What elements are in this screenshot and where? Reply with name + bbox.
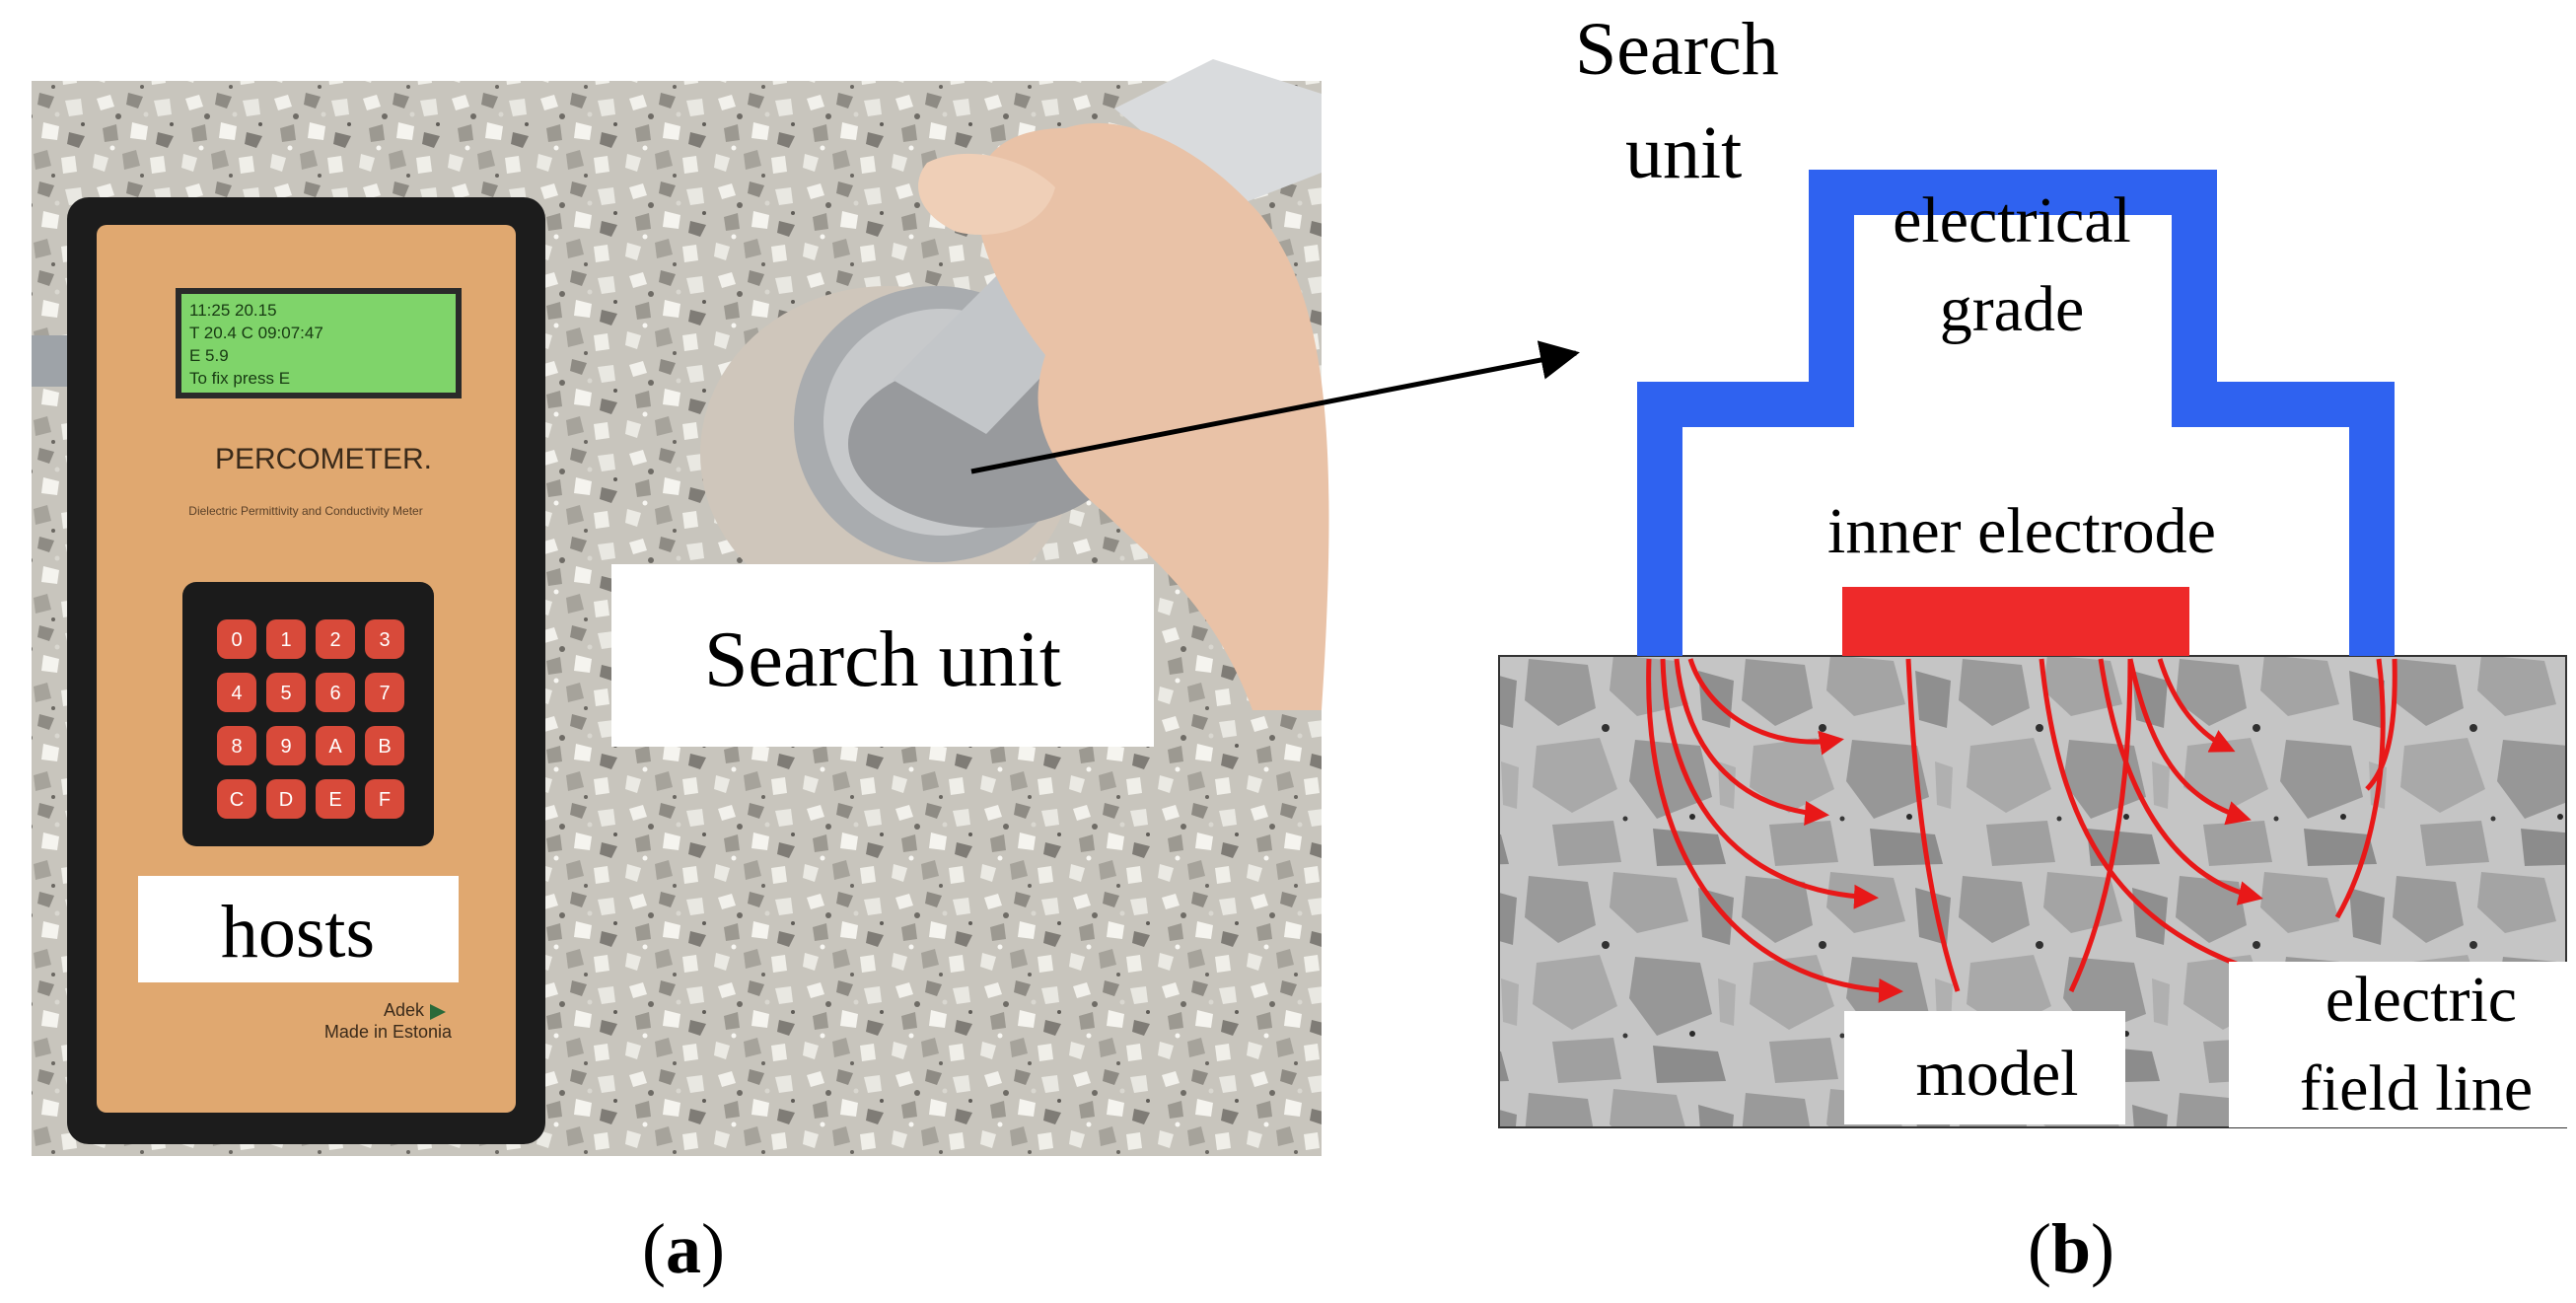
electric-field-lines bbox=[1646, 658, 2397, 1003]
device-brand: PERCOMETER. bbox=[215, 443, 432, 475]
electrical-grade-label-line-2: grade bbox=[1940, 273, 2085, 345]
field-line bbox=[1687, 658, 1844, 756]
keypad-key: 6 bbox=[316, 673, 355, 712]
hosts-label: hosts bbox=[221, 891, 375, 974]
lcd-line-4: To fix press E bbox=[189, 369, 290, 388]
device-subtitle: Dielectric Permittivity and Conductivity… bbox=[188, 504, 422, 518]
search-unit-title-line-1: Search bbox=[1575, 8, 1779, 91]
keypad-key-cap bbox=[266, 673, 306, 712]
keypad-key-label: A bbox=[328, 736, 342, 758]
probe-handle-cap bbox=[1114, 59, 1322, 207]
field-line bbox=[1905, 658, 1961, 992]
search-unit-label: Search unit bbox=[704, 616, 1061, 703]
keypad-key-label: E bbox=[328, 789, 341, 811]
keypad-key-label: 1 bbox=[280, 629, 291, 651]
percometer-device: 11:25 20.15 T 20.4 C 09:07:47 E 5.9 To f… bbox=[67, 197, 545, 1144]
field-line-label-box bbox=[2229, 962, 2576, 1127]
keypad-key: 4 bbox=[217, 673, 256, 712]
keypad-key-cap bbox=[365, 779, 404, 819]
keypad-key-label: 7 bbox=[379, 683, 390, 704]
keypad-key: C bbox=[217, 779, 256, 819]
keypad-key-cap bbox=[365, 726, 404, 765]
panel-b-diagram: Search unit electrical grade inner elect… bbox=[1498, 8, 2576, 1128]
device-made-in: Made in Estonia bbox=[324, 1022, 453, 1042]
keypad-key-cap bbox=[316, 779, 355, 819]
field-line bbox=[2098, 658, 2263, 905]
keypad-key: B bbox=[365, 726, 404, 765]
keypad-key: 0 bbox=[217, 619, 256, 659]
field-line bbox=[2157, 658, 2236, 753]
keypad-key-label: F bbox=[379, 789, 391, 811]
keypad-key: 1 bbox=[266, 619, 306, 659]
outer-electrode bbox=[1637, 170, 2395, 656]
lcd-line-2: T 20.4 C 09:07:47 bbox=[189, 324, 323, 342]
keypad-key: 7 bbox=[365, 673, 404, 712]
probe-photo bbox=[700, 59, 1329, 711]
keypad-key: E bbox=[316, 779, 355, 819]
keypad-key-cap bbox=[316, 673, 355, 712]
field-line bbox=[1674, 658, 1829, 826]
keypad-key-cap bbox=[316, 726, 355, 765]
maker-logo-icon bbox=[430, 1004, 446, 1020]
field-line bbox=[2365, 658, 2397, 791]
model-label-box bbox=[1844, 1011, 2125, 1124]
model-label: model bbox=[1916, 1038, 2079, 1110]
keypad-key: 2 bbox=[316, 619, 355, 659]
caption-a: (a) bbox=[642, 1209, 725, 1288]
keypad: 0 1 2 3 4 5 6 7 8 9 A B C D E F bbox=[217, 619, 404, 819]
keypad-key: 9 bbox=[266, 726, 306, 765]
keypad-key-label: D bbox=[279, 789, 293, 811]
keypad-key-cap bbox=[365, 619, 404, 659]
hosts-label-box bbox=[138, 876, 459, 982]
lcd-line-3: E 5.9 bbox=[189, 346, 229, 365]
keypad-key-label: 8 bbox=[231, 736, 242, 758]
keypad-key: 8 bbox=[217, 726, 256, 765]
keypad-key-label: 0 bbox=[231, 629, 242, 651]
search-unit-label-box bbox=[611, 564, 1154, 747]
inner-electrode bbox=[1842, 587, 2189, 656]
lcd-line-1: 11:25 20.15 bbox=[189, 301, 277, 320]
caption-b: (b) bbox=[2028, 1209, 2114, 1288]
keypad-key: 5 bbox=[266, 673, 306, 712]
panel-a-photo: 11:25 20.15 T 20.4 C 09:07:47 E 5.9 To f… bbox=[32, 59, 1580, 1156]
lcd-screen bbox=[181, 294, 456, 393]
keypad-key-cap bbox=[266, 779, 306, 819]
keypad-key-label: 9 bbox=[280, 736, 291, 758]
keypad-key-cap bbox=[217, 779, 256, 819]
keypad-key-label: 6 bbox=[329, 683, 340, 704]
keypad-key: A bbox=[316, 726, 355, 765]
keypad-key-cap bbox=[266, 619, 306, 659]
keypad-key-label: B bbox=[378, 736, 391, 758]
keypad-key-label: 4 bbox=[231, 683, 242, 704]
keypad-key-cap bbox=[217, 726, 256, 765]
keypad-key-cap bbox=[266, 726, 306, 765]
field-line bbox=[1646, 658, 1903, 1003]
keypad-key-label: 3 bbox=[379, 629, 390, 651]
field-line bbox=[2068, 658, 2133, 993]
keypad-key-label: 2 bbox=[329, 629, 340, 651]
search-unit-title-line-2: unit bbox=[1625, 111, 1742, 194]
keypad-key: 3 bbox=[365, 619, 404, 659]
keypad-key-cap bbox=[316, 619, 355, 659]
keypad-key: D bbox=[266, 779, 306, 819]
keypad-key-label: 5 bbox=[280, 683, 291, 704]
device-maker: Adek bbox=[384, 1000, 425, 1020]
keypad-key-label: C bbox=[230, 789, 244, 811]
keypad-key: F bbox=[365, 779, 404, 819]
inner-electrode-label: inner electrode bbox=[1827, 495, 2216, 567]
field-line bbox=[2127, 658, 2252, 826]
field-line-label-line-1: electric bbox=[2326, 964, 2517, 1036]
keypad-key-cap bbox=[365, 673, 404, 712]
field-line bbox=[1660, 658, 1879, 909]
field-line bbox=[2334, 658, 2386, 919]
thumb bbox=[918, 153, 1055, 235]
hand bbox=[976, 122, 1329, 711]
keypad-key-cap bbox=[217, 619, 256, 659]
electrical-grade-label-line-1: electrical bbox=[1893, 184, 2131, 256]
field-line-label-line-2: field line bbox=[2300, 1052, 2533, 1124]
keypad-key-cap bbox=[217, 673, 256, 712]
connector-arrow bbox=[970, 340, 1580, 474]
